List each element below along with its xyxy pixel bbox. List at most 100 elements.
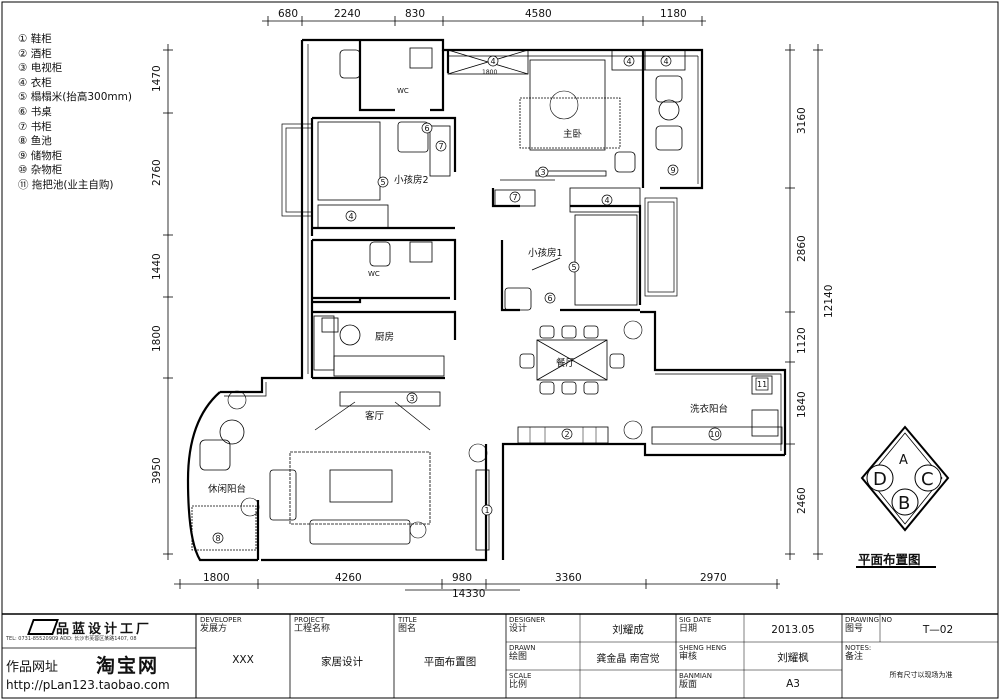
legend-item: ⑧ 鱼池 <box>18 135 52 148</box>
room-laundry: 洗衣阳台 <box>690 403 728 415</box>
date-value: 2013.05 <box>771 624 815 636</box>
drawing-no-value: T—02 <box>922 624 954 636</box>
dim-left-1: 1470 <box>151 65 163 92</box>
legend: ① 鞋柜 ② 酒柜 ③ 电视柜 ④ 衣柜 ⑤ 榻榻米(抬高300mm) ⑥ 书桌… <box>18 32 132 193</box>
dim-bottom-2: 4260 <box>335 572 362 584</box>
title-value: 平面布置图 <box>423 656 477 668</box>
marker-10: 10 <box>710 430 720 439</box>
dimension-texts: 680 2240 830 4580 1180 1470 2760 1440 18… <box>151 8 835 600</box>
dim-top-5: 1180 <box>660 8 687 20</box>
marker-11: 11 <box>757 380 767 389</box>
room-wc-2: WC <box>368 270 380 278</box>
dim-right-1: 3160 <box>796 107 808 134</box>
compass-d: D <box>873 469 887 490</box>
check-value: 刘耀枫 <box>777 652 809 664</box>
marker-1: 1 <box>485 506 490 515</box>
dim-top-1: 680 <box>278 8 298 20</box>
dim-right-4: 1840 <box>796 391 808 418</box>
room-wc-1: WC <box>397 87 409 95</box>
marker-3b: 3 <box>541 168 546 177</box>
legend-item: ⑥ 书桌 <box>18 105 52 118</box>
legend-item: ⑨ 储物柜 <box>18 149 63 162</box>
marker-5b: 5 <box>572 263 577 272</box>
marker-9: 9 <box>671 166 676 175</box>
marker-4e: 4 <box>605 196 610 205</box>
marker-4b: 4 <box>627 57 632 66</box>
project-value: 家居设计 <box>321 656 363 668</box>
room-child2: 小孩房2 <box>394 174 429 186</box>
marker-6a: 6 <box>425 124 430 133</box>
legend-item: ⑤ 榻榻米(抬高300mm) <box>18 91 132 104</box>
notes-value: 所有尺寸以现场为准 <box>889 671 953 679</box>
marker-7a: 7 <box>439 142 444 151</box>
compass-b: B <box>898 493 910 514</box>
plan-title: 平面布置图 <box>858 552 921 567</box>
legend-item: ④ 衣柜 <box>18 76 52 89</box>
dim-right-5: 2460 <box>796 487 808 514</box>
room-master: 主卧 <box>563 128 583 140</box>
room-leisure: 休闲阳台 <box>208 483 246 495</box>
compass-c: C <box>921 469 934 490</box>
developer-value: XXX <box>232 654 254 666</box>
dim-top-3: 830 <box>405 8 425 20</box>
legend-item: ① 鞋柜 <box>18 33 52 45</box>
room-dining: 餐厅 <box>556 357 576 369</box>
marker-2: 2 <box>565 430 570 439</box>
compass-a: A <box>899 453 908 468</box>
room-labels: WC 主卧 小孩房2 WC 小孩房1 厨房 餐厅 客厅 洗衣阳台 休闲阳台 18… <box>208 69 728 495</box>
works-url-label: 作品网址 <box>6 660 59 675</box>
legend-item: ⑩ 杂物柜 <box>18 164 63 177</box>
marker-8: 8 <box>216 534 221 543</box>
marker-4d: 4 <box>349 212 354 221</box>
brand-name: 品蓝设计工厂 <box>56 622 153 637</box>
plant-symbols <box>227 90 643 539</box>
marker-3a: 3 <box>410 394 415 403</box>
marker-4a: 4 <box>491 57 496 66</box>
dim-bottom-5: 2970 <box>700 572 727 584</box>
dim-left-4: 1800 <box>151 325 163 352</box>
banmian-value: A3 <box>786 678 800 690</box>
dim-bottom-total: 14330 <box>452 588 485 600</box>
dim-top-4: 4580 <box>525 8 552 20</box>
dim-left-5: 3950 <box>151 457 163 484</box>
designer-value: 刘耀成 <box>612 624 644 636</box>
marker-5a: 5 <box>381 178 386 187</box>
legend-item: ③ 电视柜 <box>18 62 63 75</box>
title-block-grid <box>2 613 998 698</box>
marker-4c: 4 <box>664 57 669 66</box>
section-symbol: A D C B <box>860 425 950 532</box>
dim-note-1800: 1800 <box>482 69 497 76</box>
walls <box>186 38 787 562</box>
notes-label: NOTES:备注 <box>845 644 872 662</box>
taobao-logo: 淘宝网 <box>96 655 160 677</box>
item-markers: 1 2 3 3 4 4 4 4 4 4 4 5 5 5 6 6 7 7 7 8 … <box>212 55 769 544</box>
legend-item: ② 酒柜 <box>18 47 52 60</box>
drawn-value: 龚金晶 南宫觉 <box>596 654 660 665</box>
legend-item: ⑪ 拖把池(业主自购) <box>18 178 114 191</box>
dim-right-2: 2860 <box>796 235 808 262</box>
marker-6b: 6 <box>548 294 553 303</box>
brand-address: TEL: 0731-85520909 ADD: 长沙市芙蓉区某路1407, 08 <box>6 636 137 642</box>
dim-right-3: 1120 <box>796 327 808 354</box>
dim-bottom-1: 1800 <box>203 572 230 584</box>
room-kitchen: 厨房 <box>375 331 394 343</box>
dim-bottom-4: 3360 <box>555 572 582 584</box>
plan-title-underline <box>856 566 936 568</box>
shop-url[interactable]: http://pLan123.taobao.com <box>6 678 170 692</box>
marker-7b: 7 <box>513 193 518 202</box>
room-child1: 小孩房1 <box>528 247 563 259</box>
dim-left-3: 1440 <box>151 253 163 280</box>
cabinets <box>191 47 783 551</box>
dim-top-2: 2240 <box>334 8 361 20</box>
legend-item: ⑦ 书柜 <box>18 120 52 133</box>
